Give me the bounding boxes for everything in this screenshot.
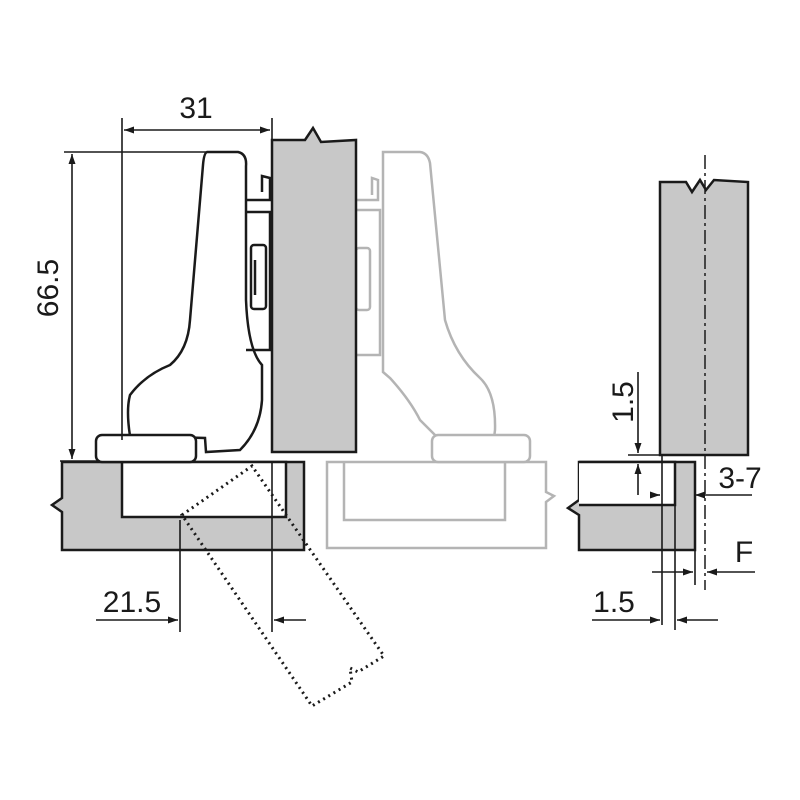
dimension-label-f: F (735, 536, 753, 569)
detail-door-panel (658, 177, 750, 457)
door-panel (270, 125, 358, 454)
dimension-f (652, 550, 755, 585)
ghost-cup-recess (342, 462, 507, 522)
ghost-knuckle (356, 176, 380, 202)
dimension-66-5 (60, 151, 206, 462)
hinge-arm (126, 150, 264, 454)
ghost-mounting-plate (430, 433, 532, 464)
dimension-label-1-5-vertical: 1.5 (607, 381, 640, 423)
dimension-label-66-5: 66.5 (32, 259, 65, 317)
dimension-3-7 (650, 455, 752, 625)
ghost-plate-clip (354, 246, 372, 312)
ghost-hinge-arm (381, 150, 497, 440)
detail-recess (579, 460, 677, 507)
mounting-plate (94, 433, 198, 464)
dimension-1-5-vertical (628, 372, 660, 495)
dimension-label-31: 31 (179, 92, 212, 125)
ghost-base-panel (325, 460, 557, 550)
dimension-label-3-7: 3-7 (718, 462, 761, 495)
dimension-31 (121, 118, 273, 440)
cup-recess (120, 460, 288, 519)
dimension-label-1-5-horizontal: 1.5 (593, 586, 635, 619)
ghost-link (356, 208, 382, 357)
dimension-1-5-horizontal (592, 505, 718, 630)
ghost-hinge-open (325, 150, 557, 550)
hinge-link (246, 174, 272, 352)
open-door-dotted-outline (179, 463, 387, 709)
dimension-21-5 (96, 462, 306, 632)
dimension-label-21-5: 21.5 (103, 586, 161, 619)
